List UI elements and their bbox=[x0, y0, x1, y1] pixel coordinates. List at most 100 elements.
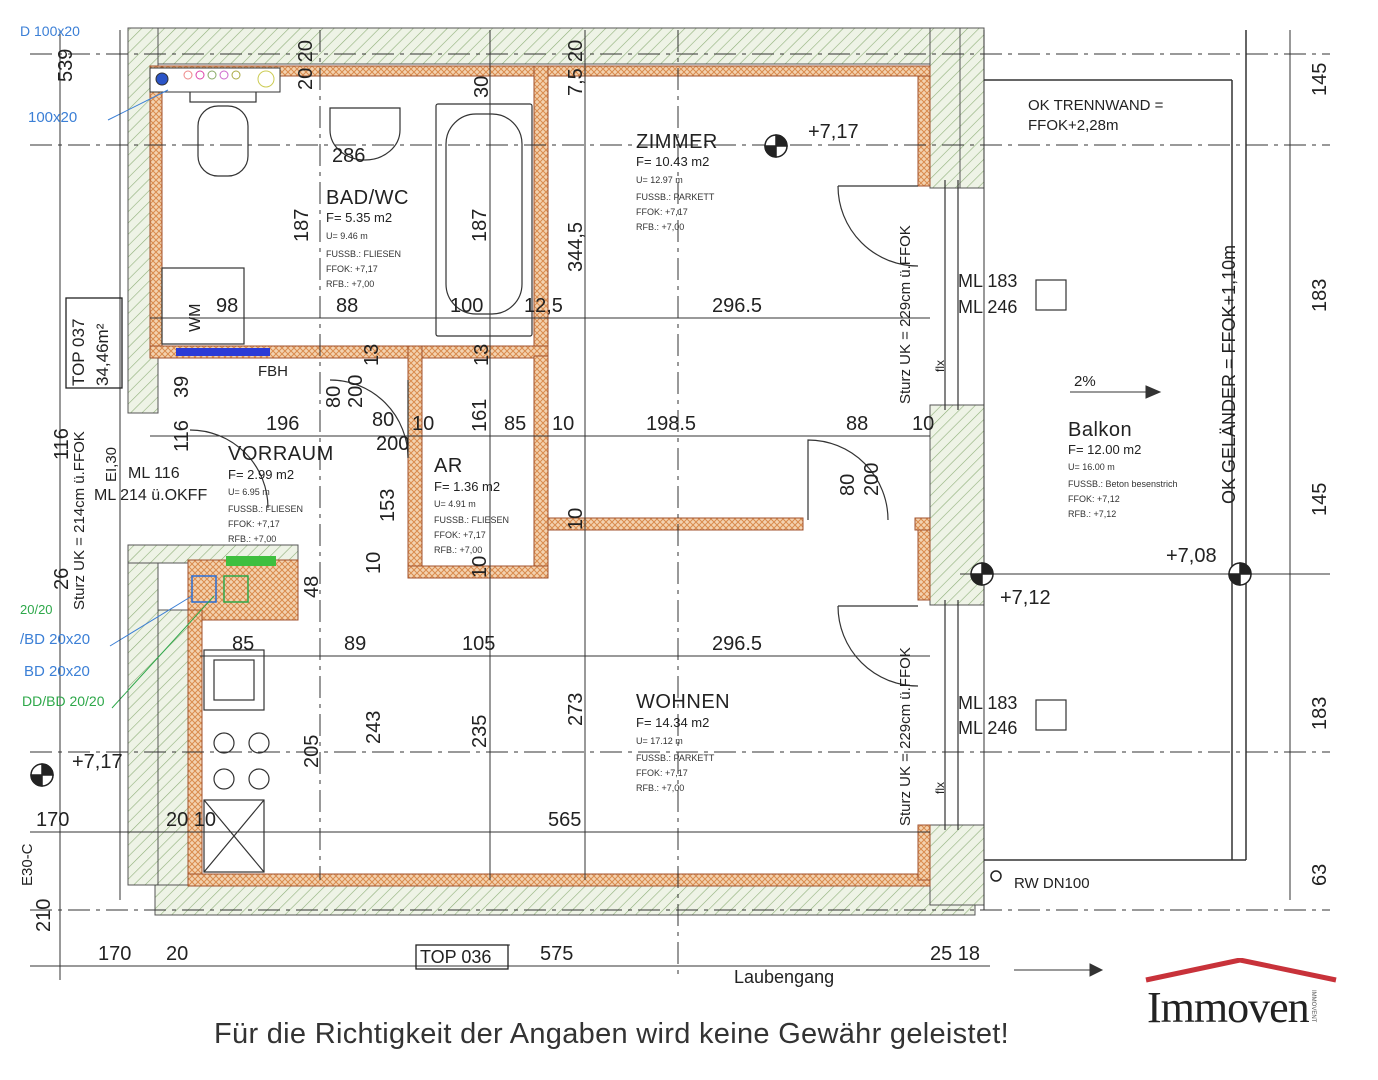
logo-text: Immoven bbox=[1147, 983, 1310, 1032]
level-left: +7,17 bbox=[72, 751, 123, 773]
dim-187-b: 187 bbox=[469, 208, 491, 242]
dim-200-c: 200 bbox=[861, 462, 883, 496]
dim-right-183-a: 183 bbox=[1309, 278, 1331, 312]
ar-rfb: RFB.: +7,00 bbox=[434, 545, 483, 555]
sturz-zimmer: Sturz UK = 229cm ü.FFOK bbox=[897, 225, 914, 404]
dim-30: 30 bbox=[471, 75, 493, 98]
ml246-zimmer: ML 246 bbox=[958, 297, 1018, 317]
inner-walls bbox=[149, 65, 931, 887]
dim-98: 98 bbox=[216, 295, 239, 317]
dim-10-e: 10 bbox=[469, 555, 491, 578]
bathroom-fixtures bbox=[161, 87, 533, 873]
level-markers bbox=[30, 134, 1252, 882]
balkon-floor: FUSSB.: Beton besenstrich bbox=[1068, 479, 1178, 489]
ar-name: AR bbox=[434, 455, 463, 477]
shaft-s5: DD/BD 20/20 bbox=[22, 693, 105, 709]
level-door: +7,12 bbox=[1000, 587, 1051, 609]
dim-116-a: 116 bbox=[51, 428, 73, 460]
ml116-label: ML 116 bbox=[128, 465, 180, 482]
logo-roof bbox=[1145, 958, 1337, 983]
balkon-ffok: FFOK: +7,12 bbox=[1068, 494, 1120, 504]
dim-10-d: 10 bbox=[363, 551, 385, 574]
ml183-wohnen: ML 183 bbox=[958, 693, 1018, 713]
dim-200-a: 200 bbox=[345, 374, 367, 408]
dim-80-b: 80 bbox=[372, 409, 395, 431]
ml183-zimmer: ML 183 bbox=[958, 271, 1018, 291]
dim-13-b: 13 bbox=[471, 343, 493, 366]
dim-10-a: 10 bbox=[412, 413, 435, 435]
dim-235: 235 bbox=[469, 714, 491, 748]
dim-88-a: 88 bbox=[336, 295, 359, 317]
flx-label-2: flx bbox=[933, 782, 947, 794]
wohnen-area: F= 14.34 m2 bbox=[636, 715, 710, 730]
dim-3445: 344,5 bbox=[565, 221, 587, 272]
ml214-label: ML 214 ü.OKFF bbox=[94, 487, 208, 504]
ar-ffok: FFOK: +7,17 bbox=[434, 530, 486, 540]
dim-right-145-a: 145 bbox=[1309, 62, 1331, 96]
dim-1985: 198.5 bbox=[646, 413, 697, 435]
dim-20-b: 20 bbox=[166, 943, 189, 965]
dim-2965-a: 296.5 bbox=[712, 295, 763, 317]
fbh-label: FBH bbox=[258, 363, 288, 380]
dim-125: 12,5 bbox=[524, 295, 563, 317]
shaft-s2: 20/20 bbox=[20, 602, 53, 617]
vorraum-area: F= 2.99 m2 bbox=[228, 467, 295, 482]
top037-label: TOP 037 bbox=[69, 318, 88, 386]
dim-39: 39 bbox=[171, 375, 193, 398]
trennwand-note-1: OK TRENNWAND = bbox=[1028, 97, 1164, 114]
dim-85-b: 85 bbox=[232, 633, 255, 655]
dim-565: 565 bbox=[548, 809, 582, 831]
shaft-s3: /BD 20x20 bbox=[20, 631, 91, 648]
dimension-lines bbox=[30, 30, 1330, 980]
vorraum-name: VORRAUM bbox=[228, 443, 334, 465]
bad-floor: FUSSB.: FLIESEN bbox=[326, 249, 402, 259]
dim-2518: 25 18 bbox=[930, 943, 981, 965]
wohnen-floor: FUSSB.: PARKETT bbox=[636, 753, 715, 763]
balkon-name: Balkon bbox=[1068, 419, 1133, 441]
dim-575: 575 bbox=[540, 943, 574, 965]
dim-10-c: 10 bbox=[912, 413, 935, 435]
dim-170-b: 170 bbox=[98, 943, 132, 965]
wohnen-ffok: FFOK: +7,17 bbox=[636, 768, 688, 778]
wm-label: WM bbox=[187, 303, 204, 332]
ar-floor: FUSSB.: FLIESEN bbox=[434, 515, 510, 525]
dim-116-b: 116 bbox=[171, 420, 193, 452]
dim-88-b: 88 bbox=[846, 413, 869, 435]
vorraum-ffok: FFOK: +7,17 bbox=[228, 519, 280, 529]
dim-105: 105 bbox=[462, 633, 496, 655]
ar-u: U= 4.91 m bbox=[434, 499, 476, 509]
dim-205: 205 bbox=[301, 734, 323, 768]
dim-187-a: 187 bbox=[291, 208, 313, 242]
ml246-wohnen: ML 246 bbox=[958, 718, 1018, 738]
label-boxes bbox=[65, 297, 509, 970]
dim-200-b: 200 bbox=[376, 433, 410, 455]
dim-right-63: 63 bbox=[1309, 863, 1331, 886]
bad-name: BAD/WC bbox=[326, 187, 409, 209]
sturz-wohnen: Sturz UK = 229cm ü.FFOK bbox=[897, 647, 914, 826]
wohnen-name: WOHNEN bbox=[636, 691, 731, 713]
disclaimer-text: Für die Richtigkeit der Angaben wird kei… bbox=[214, 1018, 1009, 1050]
dim-170-a: 170 bbox=[36, 809, 70, 831]
dim-196: 196 bbox=[266, 413, 300, 435]
level-zimmer: +7,17 bbox=[808, 121, 859, 143]
top037-area: 34,46m² bbox=[93, 323, 112, 386]
balkon-area: F= 12.00 m2 bbox=[1068, 442, 1142, 457]
wohnen-u: U= 17.12 m bbox=[636, 736, 683, 746]
immoven-logo bbox=[1145, 958, 1337, 983]
dim-153: 153 bbox=[377, 488, 399, 522]
dim-243: 243 bbox=[363, 710, 385, 744]
dim-161: 161 bbox=[469, 398, 491, 432]
gelaender-note: OK GELÄNDER = FFOK+1,10m bbox=[1219, 244, 1239, 504]
ar-area: F= 1.36 m2 bbox=[434, 479, 501, 494]
logo-side-text: IMMOVENT bbox=[1310, 990, 1316, 1023]
dim-100: 100 bbox=[450, 295, 484, 317]
laubengang-label: Laubengang bbox=[734, 967, 835, 987]
rw-note: RW DN100 bbox=[1014, 875, 1090, 892]
dim-10-f: 10 bbox=[565, 507, 587, 530]
dim-48: 48 bbox=[301, 575, 323, 598]
zimmer-rfb: RFB.: +7,00 bbox=[636, 222, 685, 232]
door-swings bbox=[189, 185, 919, 687]
dim-10-b: 10 bbox=[552, 413, 575, 435]
sturz-entrance: Sturz UK = 214cm ü.FFOK bbox=[71, 431, 88, 610]
